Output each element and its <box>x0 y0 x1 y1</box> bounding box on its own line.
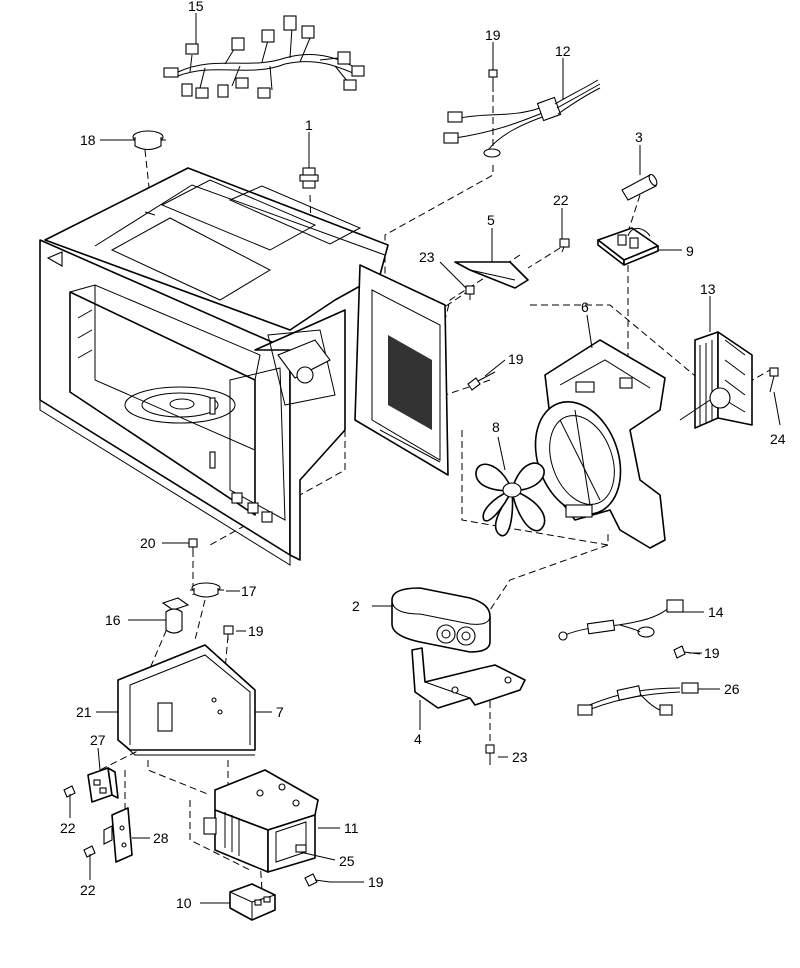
fuse-holder-16 <box>161 597 190 634</box>
callout-3: 3 <box>635 129 643 145</box>
callout-2: 2 <box>352 598 360 614</box>
wire-26 <box>577 682 699 716</box>
callout-8: 8 <box>492 419 500 435</box>
callout-labels: 15 18 1 19 12 3 22 5 23 9 6 13 19 24 8 2… <box>60 0 786 911</box>
callout-7: 7 <box>276 704 284 720</box>
callout-18: 18 <box>80 132 96 148</box>
screw-22-top <box>559 238 570 253</box>
callout-5: 5 <box>487 212 495 228</box>
callout-19-left: 19 <box>248 623 264 639</box>
screw-20 <box>188 538 198 553</box>
fan-blade-8 <box>475 462 546 537</box>
screw-22-left-b <box>83 845 96 868</box>
callout-19-top: 19 <box>485 27 501 43</box>
callout-22-left-b: 22 <box>80 882 96 898</box>
relay-27 <box>87 767 119 803</box>
screw-19-bottom <box>304 873 331 887</box>
screw-22-left-a <box>63 785 76 808</box>
callout-17: 17 <box>241 583 257 599</box>
callout-26: 26 <box>724 681 740 697</box>
fan-motor-13 <box>679 331 753 429</box>
callout-22-top: 22 <box>553 192 569 208</box>
callout-9: 9 <box>686 243 694 259</box>
callout-19-bottom: 19 <box>368 874 384 890</box>
callout-20: 20 <box>140 535 156 551</box>
callout-1: 1 <box>305 117 313 133</box>
power-cord <box>443 79 601 158</box>
callout-12: 12 <box>555 43 571 59</box>
screw-19-right <box>673 645 701 659</box>
callout-4: 4 <box>414 731 422 747</box>
callout-23-bottom: 23 <box>512 749 528 765</box>
bracket-4 <box>411 647 526 709</box>
callout-16: 16 <box>105 612 121 628</box>
callout-24: 24 <box>770 431 786 447</box>
latch-switch-1 <box>299 167 319 189</box>
callout-10: 10 <box>176 895 192 911</box>
fan-housing-6 <box>534 339 666 549</box>
base-plate-7 <box>117 644 256 756</box>
callout-19-right: 19 <box>704 645 720 661</box>
callout-28: 28 <box>153 830 169 846</box>
screw-19-top <box>488 69 498 92</box>
callout-11: 11 <box>344 820 359 836</box>
wire-harness <box>163 15 365 99</box>
callout-19-mid: 19 <box>508 351 524 367</box>
thermostat-18 <box>131 130 166 151</box>
screw-23-top <box>465 285 475 300</box>
callout-23-top: 23 <box>419 249 435 265</box>
oven-cavity <box>39 167 449 566</box>
screw-19-mid <box>467 371 496 391</box>
callout-13: 13 <box>700 281 716 297</box>
thermostat-17 <box>190 582 224 598</box>
callout-25: 25 <box>339 853 355 869</box>
screw-24 <box>769 367 779 393</box>
fuse-3 <box>621 173 658 201</box>
leader-lines <box>69 13 781 904</box>
hv-block-10 <box>229 883 276 921</box>
transformer-11 <box>203 769 319 873</box>
callout-21: 21 <box>76 704 92 720</box>
bracket-28 <box>103 807 133 863</box>
cover-5 <box>454 261 529 289</box>
screw-23-bottom <box>485 744 495 765</box>
callout-14: 14 <box>708 604 724 620</box>
callout-15: 15 <box>188 0 204 14</box>
callout-27: 27 <box>90 732 106 748</box>
callout-22-left-a: 22 <box>60 820 76 836</box>
diode-14 <box>558 599 684 641</box>
screw-19-left <box>223 625 234 640</box>
capacitor-2 <box>391 587 491 653</box>
noise-filter-9 <box>597 227 659 266</box>
callout-6: 6 <box>581 299 589 315</box>
